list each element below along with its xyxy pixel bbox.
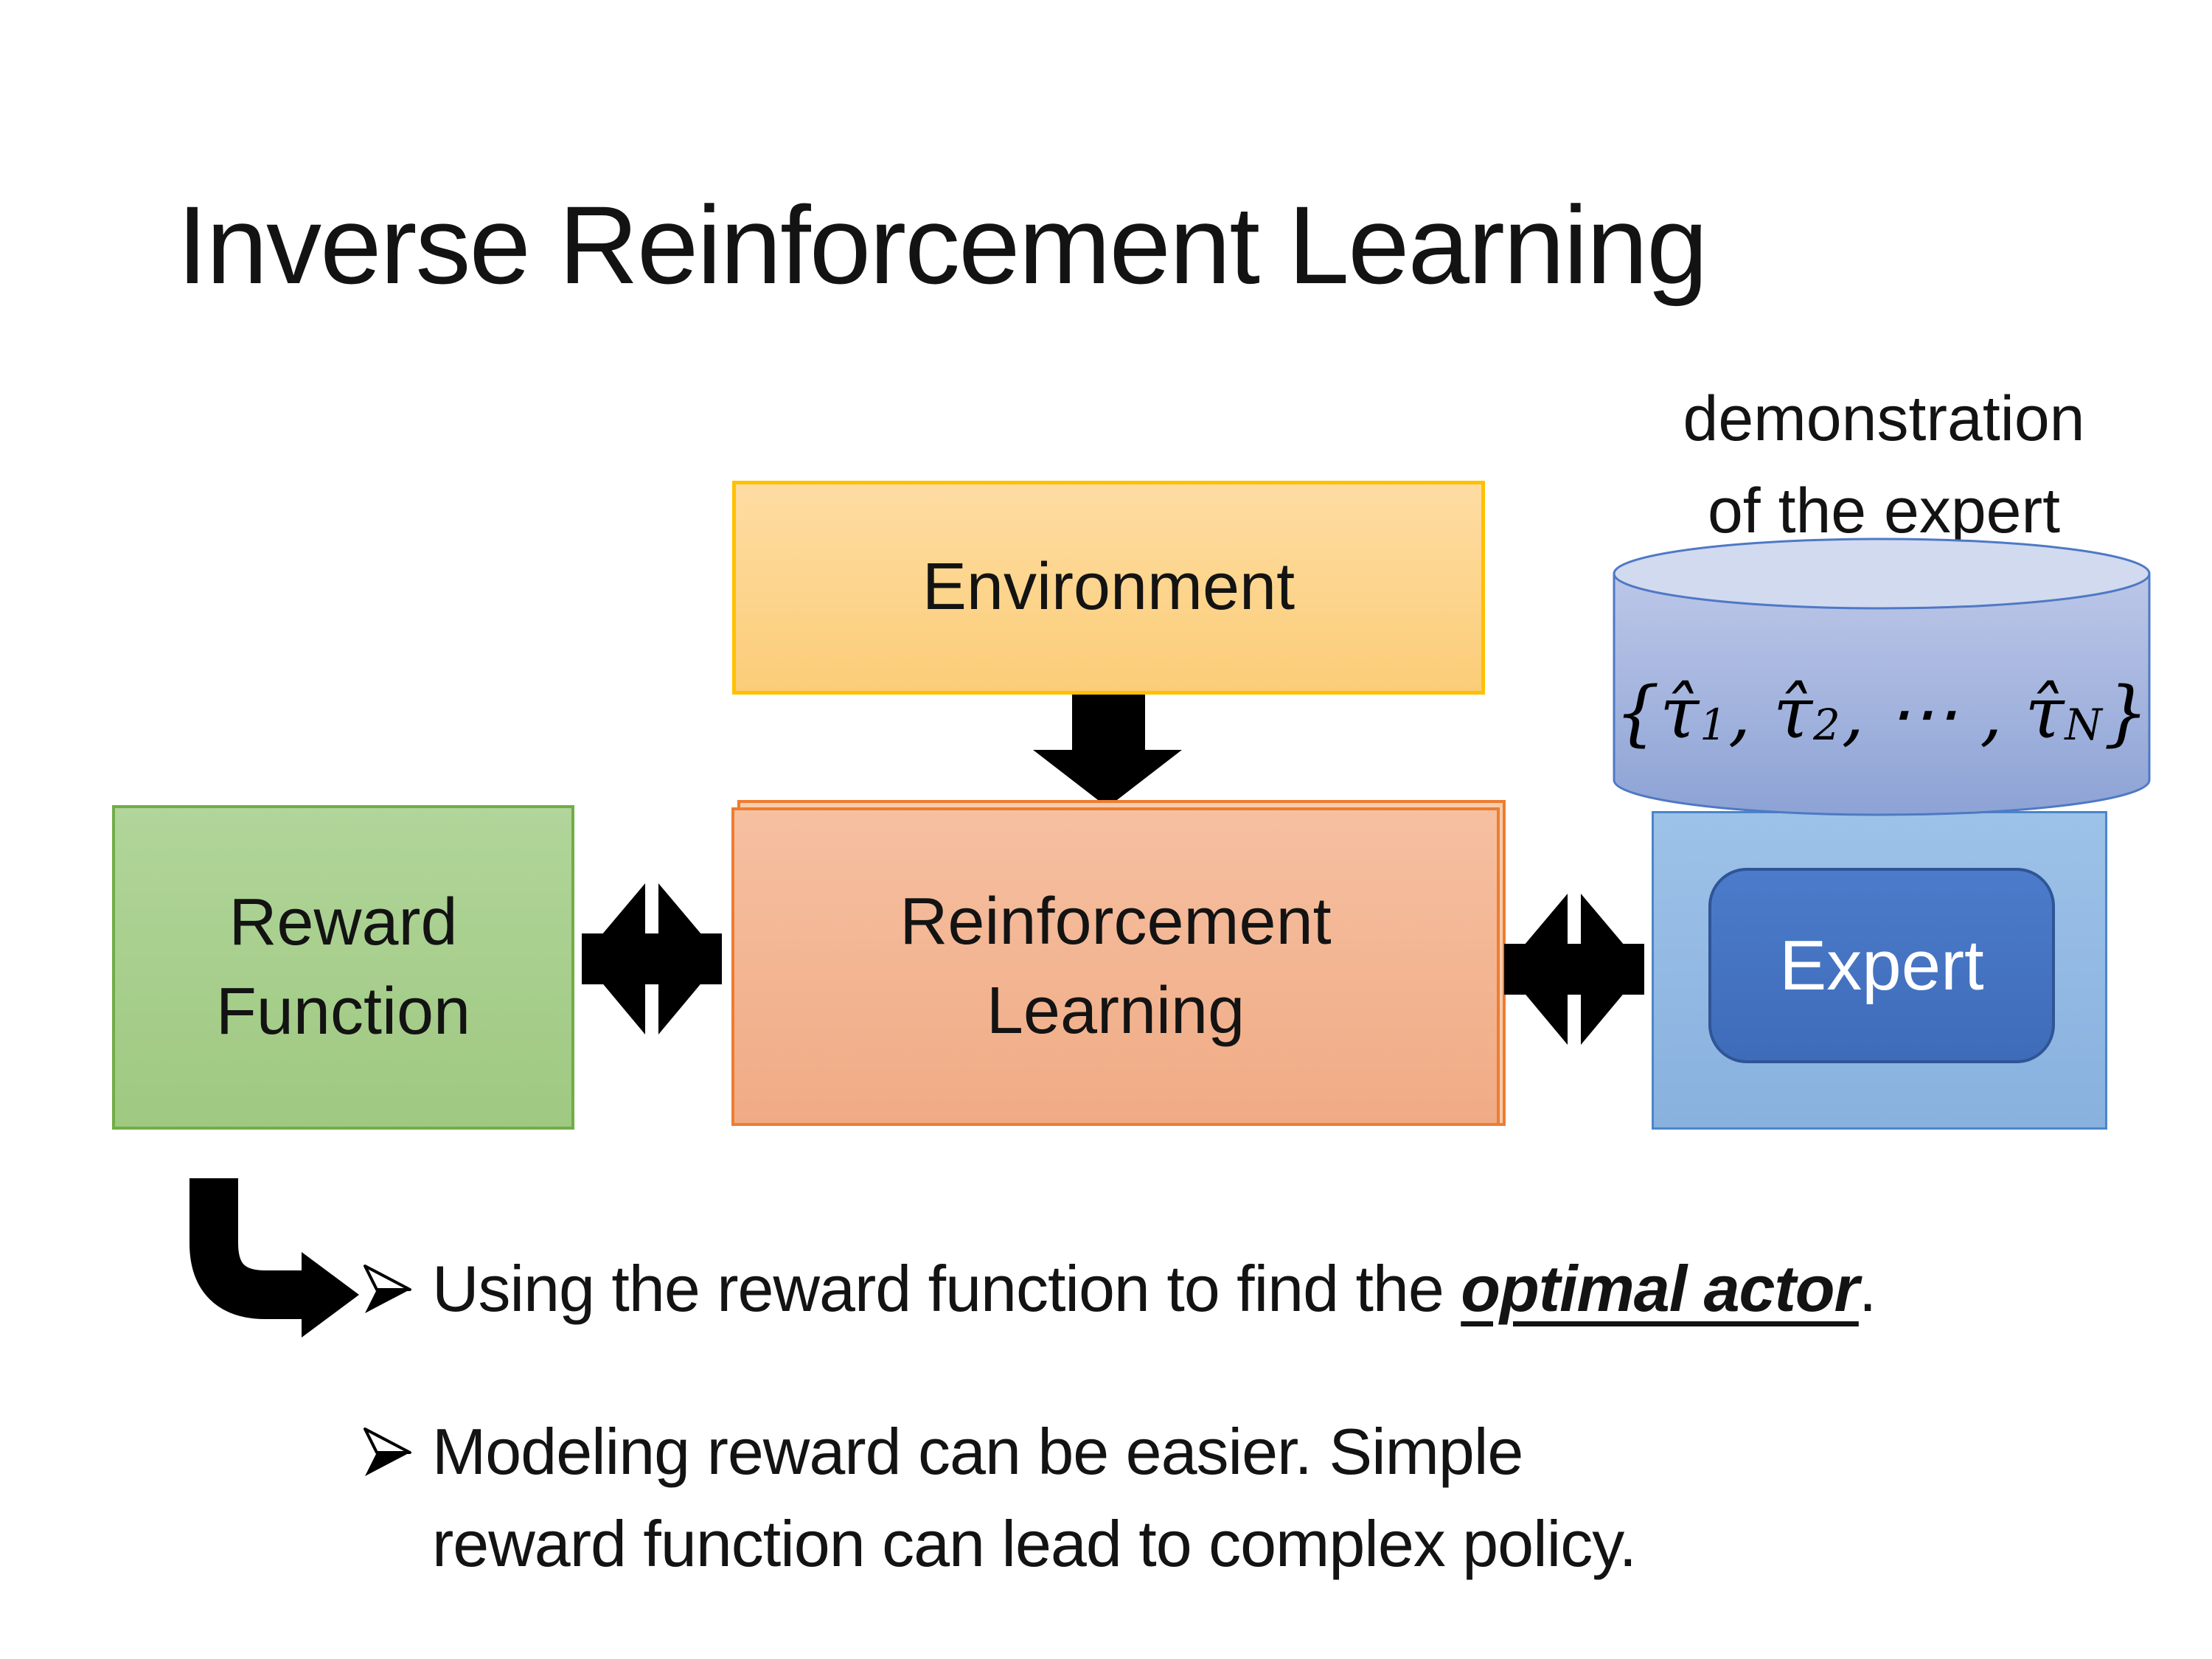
reward-function-label-line2: Function: [215, 975, 471, 1048]
elbow-arrow-reward-to-bullets: [189, 1178, 359, 1338]
demonstration-database-cylinder: [1613, 538, 2151, 816]
reinforcement-learning-box: Reinforcement Learning: [731, 807, 1500, 1126]
environment-label: Environment: [922, 550, 1295, 625]
bullet-text-modeling-reward: Modeling reward can be easier. Simple re…: [432, 1414, 1637, 1580]
reward-function-label-line1: Reward: [229, 885, 458, 959]
bullet-list: Using the reward function to find the op…: [363, 1243, 2059, 1590]
double-arrow-reward-rl: [582, 883, 722, 1034]
bullet-text-optimal-actor: Using the reward function to find the op…: [432, 1252, 1877, 1325]
expert-label: Expert: [1779, 925, 1984, 1005]
double-arrow-rl-expert: [1504, 894, 1644, 1045]
reward-function-box: Reward Function: [112, 805, 574, 1130]
expert-demo-label-line1: demonstration: [1683, 383, 2085, 454]
arrowhead-bullet-icon: [364, 1265, 411, 1313]
reinforcement-learning-label-line1: Reinforcement: [900, 884, 1332, 959]
reinforcement-learning-label-line2: Learning: [986, 974, 1245, 1048]
arrowhead-bullet-icon: [364, 1427, 411, 1476]
expert-demo-label: demonstration of the expert: [1585, 373, 2183, 557]
trajectory-set-formula: {τ̂1, τ̂2, ⋯ , τ̂N}: [1615, 672, 2149, 754]
bullet-item-optimal-actor: Using the reward function to find the op…: [363, 1243, 2059, 1335]
environment-box: Environment: [732, 481, 1485, 695]
expert-box: Expert: [1708, 868, 2055, 1063]
slide-title: Inverse Reinforcement Learning: [177, 183, 1708, 307]
down-arrow-environment-to-rl: [1033, 695, 1182, 807]
bullet-item-modeling-reward: Modeling reward can be easier. Simple re…: [363, 1406, 2059, 1590]
expert-demo-label-line2: of the expert: [1707, 475, 2061, 546]
